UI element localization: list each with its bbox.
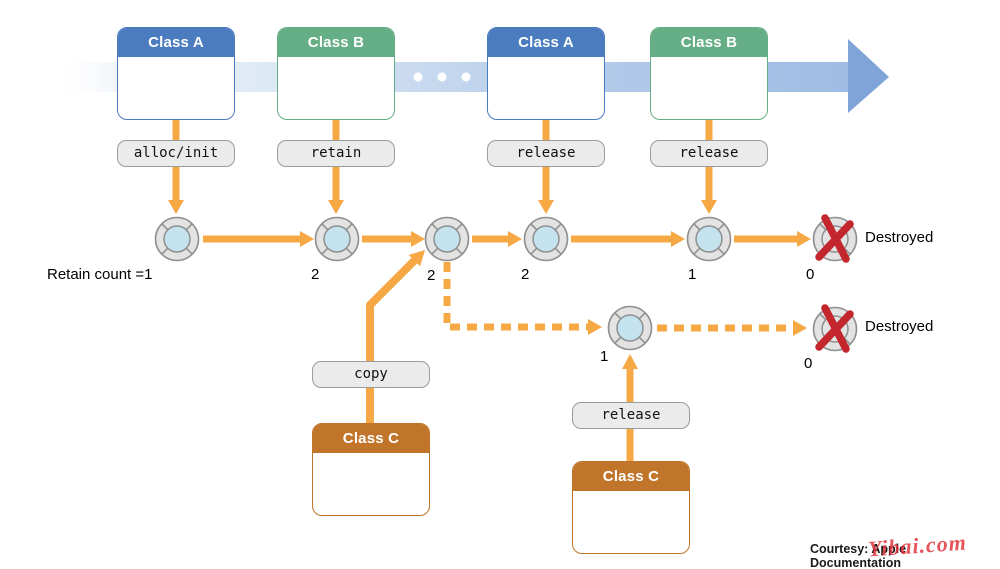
op-label-release-copy: release — [572, 402, 690, 429]
class-box-title: Class A — [488, 28, 604, 57]
arrow-obj2-obj3 — [362, 231, 425, 247]
op-label-release-a: release — [487, 140, 605, 167]
destroyed-label-main: Destroyed — [865, 229, 934, 246]
class-box-c1: Class C — [312, 423, 430, 516]
class-box-a1: Class A — [117, 27, 235, 120]
arrow-obj4-obj5 — [571, 231, 685, 247]
arrow-copy-diagonal — [366, 250, 425, 423]
op-label-copy: copy — [312, 361, 430, 388]
retain-count-2b: 2 — [427, 267, 436, 284]
object-lifeline-arrows — [203, 231, 811, 247]
class-box-title: Class C — [573, 462, 689, 491]
red-x-icon — [815, 214, 854, 263]
object-icon-3 — [424, 216, 470, 262]
timeline-ellipsis-dots — [413, 72, 471, 82]
courtesy-credit: Courtesy: Apple Documentation — [810, 542, 907, 569]
class-box-title: Class B — [651, 28, 767, 57]
retain-count-copy-1: 1 — [600, 348, 609, 365]
arrow-obj3-obj4 — [472, 231, 522, 247]
object-icon-4 — [523, 216, 569, 262]
class-box-title: Class B — [278, 28, 394, 57]
class-box-a2: Class A — [487, 27, 605, 120]
object-icon-copy — [607, 305, 653, 351]
op-label-retain: retain — [277, 140, 395, 167]
arrow-obj1-obj2 — [203, 231, 314, 247]
destroyed-object-icon-2 — [812, 304, 858, 353]
red-x-icon — [815, 304, 854, 353]
dashed-copy-lifeline — [443, 262, 807, 336]
retain-count-copy-0: 0 — [804, 355, 813, 372]
vertical-operation-arrows — [168, 118, 717, 214]
destroyed-object-icon-1 — [812, 214, 858, 263]
class-box-c2: Class C — [572, 461, 690, 554]
retain-count-1: 1 — [688, 266, 697, 283]
op-label-alloc-init: alloc/init — [117, 140, 235, 167]
class-box-b2: Class B — [650, 27, 768, 120]
object-icon-2 — [314, 216, 360, 262]
class-box-title: Class C — [313, 424, 429, 453]
retain-count-start: Retain count =1 — [47, 266, 153, 283]
op-label-release-b: release — [650, 140, 768, 167]
retain-count-0-main: 0 — [806, 266, 815, 283]
retain-count-2a: 2 — [311, 266, 320, 283]
class-box-title: Class A — [118, 28, 234, 57]
object-icon-5 — [686, 216, 732, 262]
retain-count-2c: 2 — [521, 266, 530, 283]
arrow-obj5-destroyed — [734, 231, 811, 247]
object-icon-1 — [154, 216, 200, 262]
destroyed-label-copy: Destroyed — [865, 318, 934, 335]
class-box-b1: Class B — [277, 27, 395, 120]
